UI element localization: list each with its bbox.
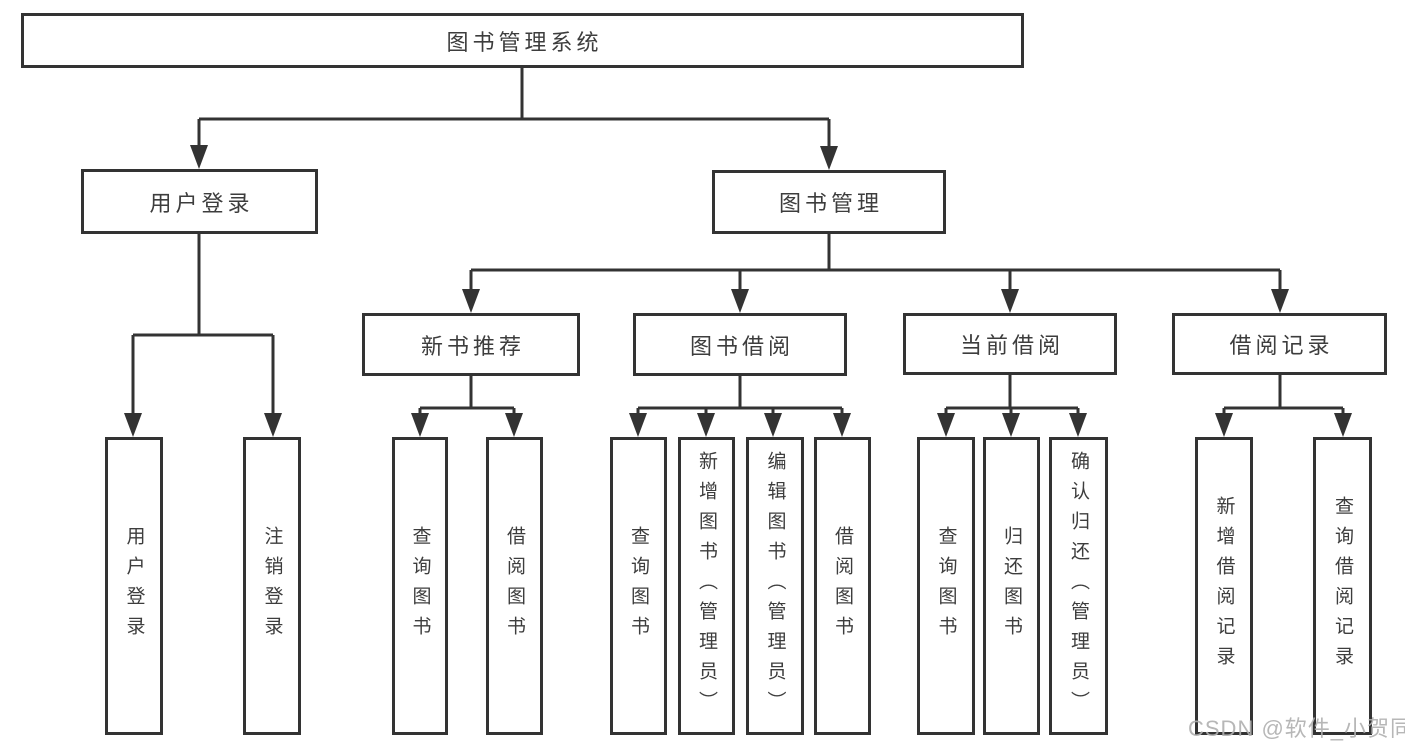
arrowhead [764, 413, 782, 437]
leaf-label: 借阅图书 [832, 526, 853, 646]
leaf-label: 查询图书 [409, 526, 431, 646]
connector-book-borrow-branch [636, 376, 844, 416]
arrowhead [937, 413, 955, 437]
leaf-label: 查询借阅记录 [1332, 496, 1353, 676]
arrowhead [1002, 413, 1020, 437]
leaf-add-book-admin: 新增图书（管理员） [678, 437, 735, 735]
arrowhead [124, 413, 142, 437]
leaf-label: 用户登录 [123, 526, 145, 646]
arrowhead [1334, 413, 1352, 437]
arrowhead [820, 146, 838, 170]
arrowheads [124, 145, 1352, 437]
leaf-query-books-recommend: 查询图书 [392, 437, 448, 735]
leaf-label: 编辑图书（管理员） [764, 451, 786, 721]
connector-user-login-branch [131, 234, 275, 415]
leaf-label: 新增借阅记录 [1213, 496, 1235, 676]
node-borrow-records: 借阅记录 [1172, 313, 1387, 375]
leaf-logout: 注销登录 [243, 437, 301, 735]
arrowhead [190, 145, 208, 169]
watermark: CSDN @软件_小贺同学 [1188, 716, 1405, 741]
leaf-query-borrow-record: 查询借阅记录 [1313, 437, 1372, 735]
leaf-query-books-current: 查询图书 [917, 437, 975, 735]
arrowhead [697, 413, 715, 437]
connector-new-book-branch [418, 376, 516, 416]
leaf-label: 归还图书 [1001, 526, 1022, 646]
leaf-confirm-return-admin: 确认归还（管理员） [1049, 437, 1108, 735]
arrowhead [731, 289, 749, 313]
connector-current-borrow-branch [944, 375, 1080, 416]
node-book-management: 图书管理 [712, 170, 946, 234]
leaf-borrow-books-recommend: 借阅图书 [486, 437, 543, 735]
arrowhead [833, 413, 851, 437]
leaf-label: 查询图书 [628, 526, 649, 646]
arrowhead [1271, 289, 1289, 313]
arrowhead [1215, 413, 1233, 437]
node-new-book-recommend: 新书推荐 [362, 313, 580, 376]
leaf-label: 借阅图书 [504, 526, 525, 646]
connector-root-to-level2 [197, 68, 831, 148]
leaf-query-books-borrow: 查询图书 [610, 437, 667, 735]
arrowhead [411, 413, 429, 437]
connector-book-management-branch [469, 234, 1282, 291]
leaf-borrow-books-2: 借阅图书 [814, 437, 871, 735]
arrowhead [264, 413, 282, 437]
arrowhead [462, 289, 480, 313]
leaf-add-borrow-record: 新增借阅记录 [1195, 437, 1253, 735]
arrowhead [1069, 413, 1087, 437]
leaf-label: 新增图书（管理员） [696, 451, 717, 721]
arrowhead [629, 413, 647, 437]
node-book-borrow: 图书借阅 [633, 313, 847, 376]
leaf-user-login: 用户登录 [105, 437, 163, 735]
node-user-login: 用户登录 [81, 169, 318, 234]
connector-borrow-record-branch [1222, 375, 1345, 416]
node-current-borrow: 当前借阅 [903, 313, 1117, 375]
leaf-label: 注销登录 [261, 526, 283, 646]
leaf-return-book: 归还图书 [983, 437, 1040, 735]
leaf-edit-book-admin: 编辑图书（管理员） [746, 437, 804, 735]
arrowhead [1001, 289, 1019, 313]
arrowhead [505, 413, 523, 437]
leaf-label: 确认归还（管理员） [1068, 451, 1089, 721]
leaf-label: 查询图书 [935, 526, 957, 646]
node-root: 图书管理系统 [21, 13, 1024, 68]
